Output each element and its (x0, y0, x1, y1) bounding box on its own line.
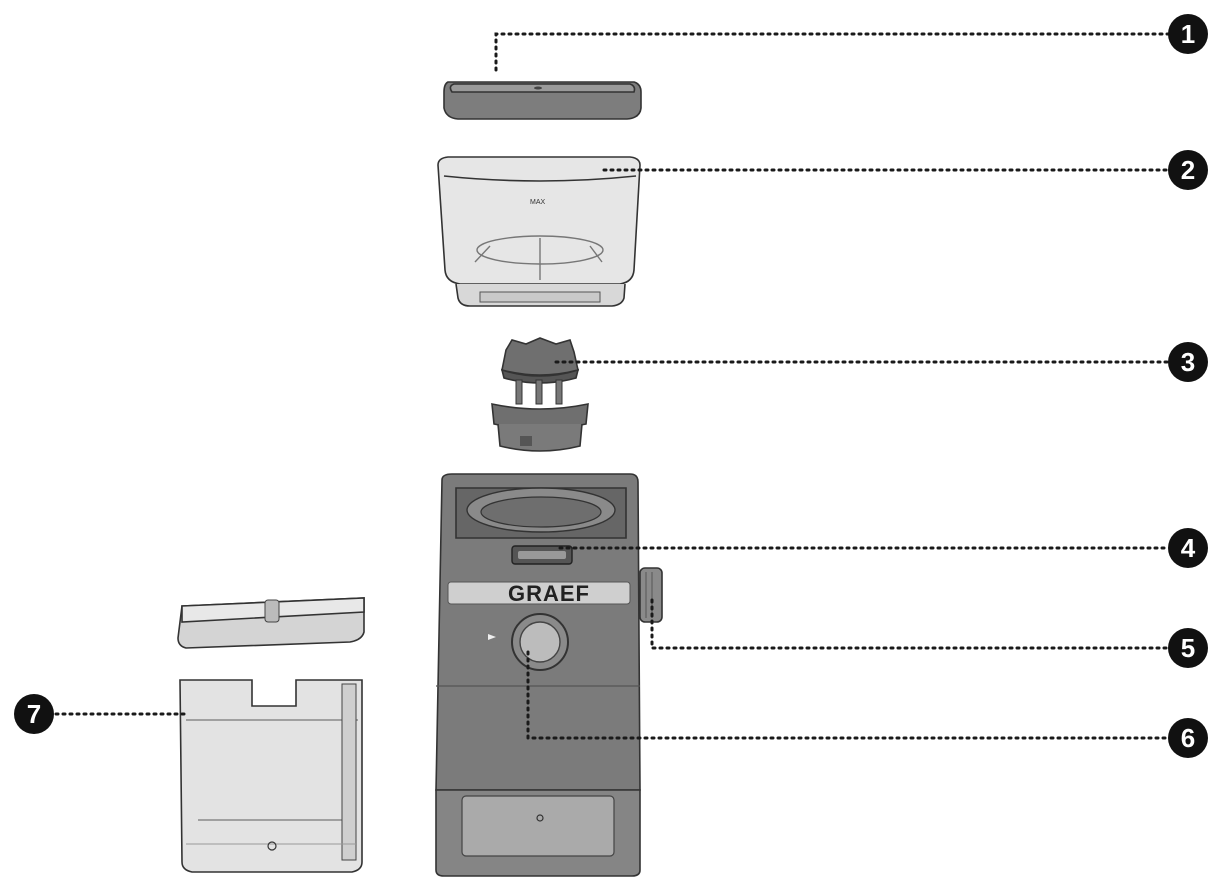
container-lid (177, 597, 365, 649)
callout-7: 7 (14, 694, 54, 734)
leader-line-1 (494, 32, 1170, 72)
max-fill-mark: MAX (530, 199, 546, 206)
leader-line-5 (650, 598, 1170, 650)
upper-burr (491, 337, 589, 452)
hopper-lid (443, 81, 642, 120)
callout-number: 3 (1181, 347, 1195, 377)
grinder-body: GRAEF (435, 473, 663, 877)
callout-number: 2 (1181, 155, 1195, 185)
callout-3: 3 (1168, 342, 1208, 382)
callout-6: 6 (1168, 718, 1208, 758)
callout-number: 4 (1181, 533, 1196, 563)
callout-number: 7 (27, 699, 41, 729)
coffee-container (179, 679, 363, 873)
callout-number: 5 (1181, 633, 1195, 663)
brand-label: GRAEF (508, 581, 590, 606)
bean-hopper: MAX (437, 156, 641, 307)
leader-line-6 (526, 650, 1170, 740)
callout-4: 4 (1168, 528, 1208, 568)
callout-1: 1 (1168, 14, 1208, 54)
callout-number: 1 (1181, 19, 1195, 49)
callout-number: 6 (1181, 723, 1195, 753)
callout-2: 2 (1168, 150, 1208, 190)
callout-5: 5 (1168, 628, 1208, 668)
